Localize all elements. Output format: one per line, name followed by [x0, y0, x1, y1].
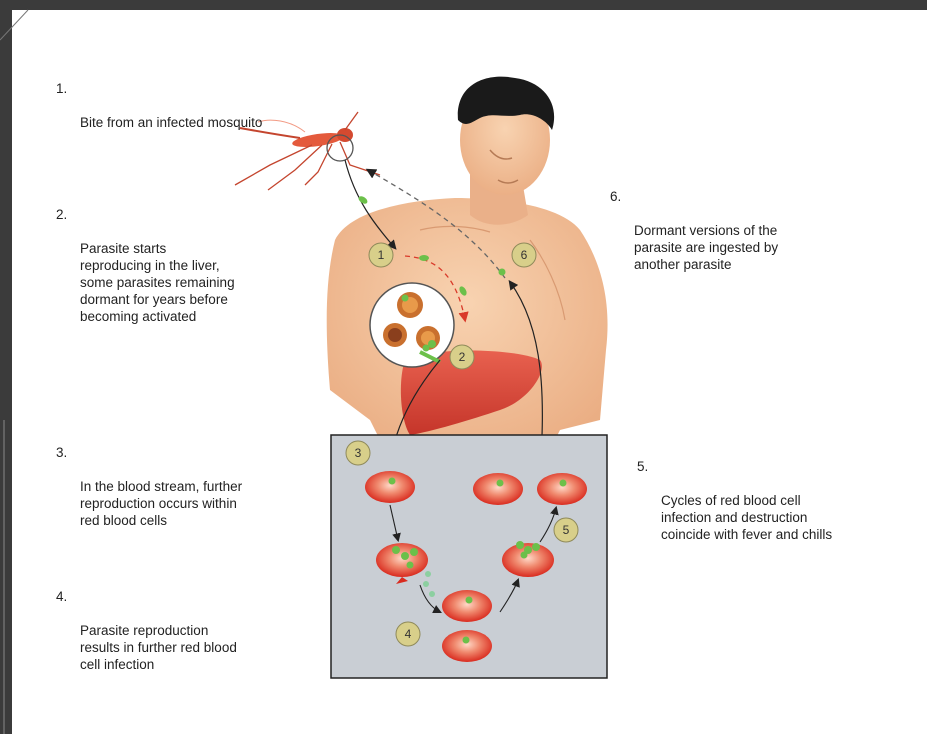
step-6-caption: 6. Dormant versions of the parasite are … — [610, 188, 890, 290]
step-2-text: Parasite starts reproducing in the liver… — [56, 240, 316, 325]
svg-text:5: 5 — [563, 523, 570, 537]
step-5-text: Cycles of red blood cell infection and d… — [637, 492, 917, 543]
step-6-text: Dormant versions of the parasite are ing… — [610, 222, 890, 273]
step-4-caption: 4. Parasite reproduction results in furt… — [56, 588, 316, 690]
step-4-text: Parasite reproduction results in further… — [56, 622, 316, 673]
step-3-caption: 3. In the blood stream, further reproduc… — [56, 444, 326, 546]
badge-5: 5 — [554, 518, 578, 542]
step-6-number: 6. — [610, 188, 621, 205]
step-1-number: 1. — [56, 80, 67, 97]
svg-text:4: 4 — [405, 627, 412, 641]
liver-cell-inset — [370, 283, 454, 367]
step-2-caption: 2. Parasite starts reproducing in the li… — [56, 206, 316, 342]
badge-4: 4 — [396, 622, 420, 646]
step-3-text: In the blood stream, further reproductio… — [56, 478, 326, 529]
badge-6: 6 — [512, 243, 536, 267]
step-1-text: Bite from an infected mosquito — [56, 114, 356, 131]
svg-text:2: 2 — [459, 350, 466, 364]
step-3-number: 3. — [56, 444, 67, 461]
step-1-caption: 1. Bite from an infected mosquito — [56, 80, 356, 148]
step-2-number: 2. — [56, 206, 67, 223]
svg-text:3: 3 — [355, 446, 362, 460]
step-4-number: 4. — [56, 588, 67, 605]
badge-1: 1 — [369, 243, 393, 267]
svg-text:1: 1 — [378, 248, 385, 262]
step-5-caption: 5. Cycles of red blood cell infection an… — [637, 458, 917, 560]
svg-text:6: 6 — [521, 248, 528, 262]
badge-3: 3 — [346, 441, 370, 465]
step-5-number: 5. — [637, 458, 648, 475]
badge-2: 2 — [450, 345, 474, 369]
